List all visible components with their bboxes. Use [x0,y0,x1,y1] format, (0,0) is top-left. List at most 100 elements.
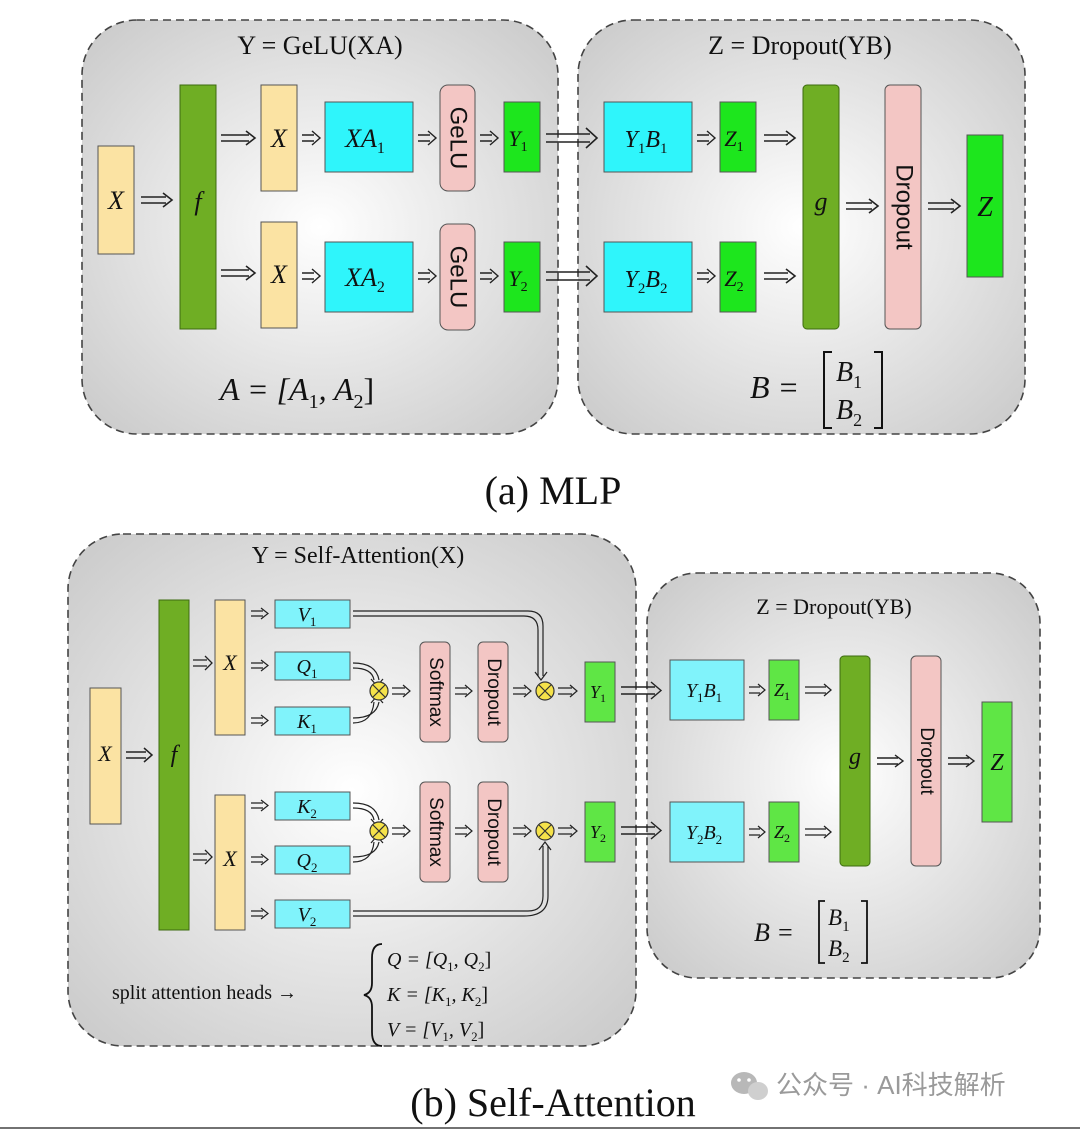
mlp-y2b2-label: Y2B2 [624,267,667,297]
mlp-xa1-box [324,101,414,173]
mlp-f-bar [179,84,217,330]
mlp-gelu-top-label: GeLU [445,107,472,170]
attn-x-top-box [214,599,246,736]
attn-dropout-bottom-label: Dropout [483,798,504,866]
attn-v2-label: V2 [298,904,317,929]
mlp-arrow-dropout-to-z [928,198,962,214]
mlp-left-title: Y = GeLU(XA) [237,31,402,60]
attn-v-equation: V = [V1, V2] [387,1019,484,1044]
attn-arrow-mult-to-softmax-top [392,684,411,698]
attn-y1-box [584,661,616,723]
mlp-right-title: Z = Dropout(YB) [708,31,892,60]
mlp-y1-label: Y1 [508,126,527,155]
attn-dropout-label: Dropout [916,727,937,795]
mlp-z2-box [719,241,757,313]
mlp-arrow-x-to-xa2 [302,268,322,284]
attn-y2b2-label: Y2B2 [686,822,722,847]
attn-k1-label: K1 [296,711,317,736]
mlp-f-label: f [194,187,205,216]
attn-y2-box [584,801,616,863]
attn-arrow-g-to-dropout [877,754,905,768]
mlp-b-row1: B1 [836,357,862,392]
attn-input-x-box [89,687,122,825]
mlp-xa2-label: XA2 [344,263,385,296]
mlp-arrow-y2b2-to-z2 [697,268,717,284]
attn-b-row1: B1 [828,905,850,935]
mlp-g-bar [802,84,840,330]
mlp-arrow-x-to-xa1 [302,130,322,146]
mlp-xa2-box [324,241,414,313]
mlp-x-top-box [260,84,298,192]
attn-v2-box [274,899,351,929]
mlp-arrow-xa1-to-gelu [418,130,438,146]
attn-dropout-bottom-box [477,781,509,883]
attn-f-label: f [171,742,181,768]
mlp-z2-label: Z2 [724,266,743,295]
attn-q-equation: Q = [Q1, Q2] [387,949,491,974]
watermark: 公众号 · AI科技解析 [731,1070,1006,1100]
mlp-output-z-label: Z [977,192,993,223]
mlp-b-matrix-right-bracket [874,351,883,429]
attn-arrow-dropout-to-mult-top [513,684,532,698]
attn-curve-q1-to-mult-2 [352,667,375,681]
mlp-arrow-x-to-f [141,192,174,208]
attn-curve-q2-to-mult-2 [352,841,375,863]
attn-arrow-y1-to-y1b1 [621,681,663,700]
attn-arrow-y2-to-y2b2 [621,821,663,840]
attn-y2-label: Y2 [590,822,606,845]
attn-mult-v1-icon [535,681,555,701]
attn-curve-q1-to-mult [352,662,380,681]
mlp-arrow-y2-to-y2b2 [546,265,599,287]
attn-q1-box [274,651,351,681]
attn-x-top-label: X [222,650,238,675]
mlp-y2-label: Y2 [508,266,527,295]
mlp-gelu-top-box [439,84,476,192]
mlp-arrow-gelu-to-y1 [480,130,500,146]
mlp-x-bottom-box [260,221,298,329]
attn-arrow-f-to-x-bottom [193,849,213,865]
attn-f-bar [158,599,190,931]
attn-softmax-bottom-box [419,781,451,883]
attn-arrow-to-k2 [251,799,269,812]
attn-k1-box [274,706,351,736]
mlp-input-x-box [97,145,135,255]
attn-k2-box [274,791,351,821]
attn-split-heads-text: split attention heads → [112,982,297,1004]
attn-v2-route-head [538,841,552,851]
mlp-x-bottom-label: X [270,260,288,289]
attn-arrow-x-to-f [126,747,154,763]
attn-k2-label: K2 [296,796,317,821]
attn-y1b1-label: Y1B1 [686,680,722,705]
attn-arrow-f-to-x-top [193,655,213,671]
attn-arrow-to-k1 [251,714,269,727]
attn-z1-box [768,659,800,721]
mlp-figure: Y = GeLU(XA) Z = Dropout(YB) X f X XA1 G… [81,19,1026,513]
attn-dropout-box [910,655,942,867]
mlp-arrow-xa2-to-gelu [418,268,438,284]
mlp-caption: (a) MLP [485,468,622,513]
attn-b-equation-lhs: B = [754,918,794,947]
mlp-y2-box [503,241,541,313]
mlp-arrow-z1-to-g [764,130,797,146]
mlp-gelu-bottom-box [439,223,476,331]
attn-left-panel [67,533,637,1047]
attn-y2b2-box [669,801,745,863]
attn-b-row2: B2 [828,936,850,966]
mlp-y1b1-box [603,101,693,173]
attn-y1b1-box [669,659,745,721]
mlp-a-equation: A = [A1, A2] [218,371,374,413]
mlp-xa1-label: XA1 [344,124,385,157]
attn-right-title: Z = Dropout(YB) [756,594,911,619]
mlp-arrow-y1-to-y1b1 [546,127,599,149]
attn-arrow-z1-to-g [805,683,832,697]
attn-softmax-top-label: Softmax [425,657,446,727]
attn-arrow-y2b2-to-z2 [749,825,766,839]
attn-arrow-mult-to-y1 [558,684,578,698]
attn-g-label: g [849,744,861,770]
mlp-arrow-g-to-dropout [846,198,880,214]
attn-arrow-z2-to-g [805,825,832,839]
attn-arrow-to-v1 [251,607,269,620]
attn-curve-k1-to-mult-2 [352,701,375,724]
attn-caption: (b) Self-Attention [410,1080,696,1125]
